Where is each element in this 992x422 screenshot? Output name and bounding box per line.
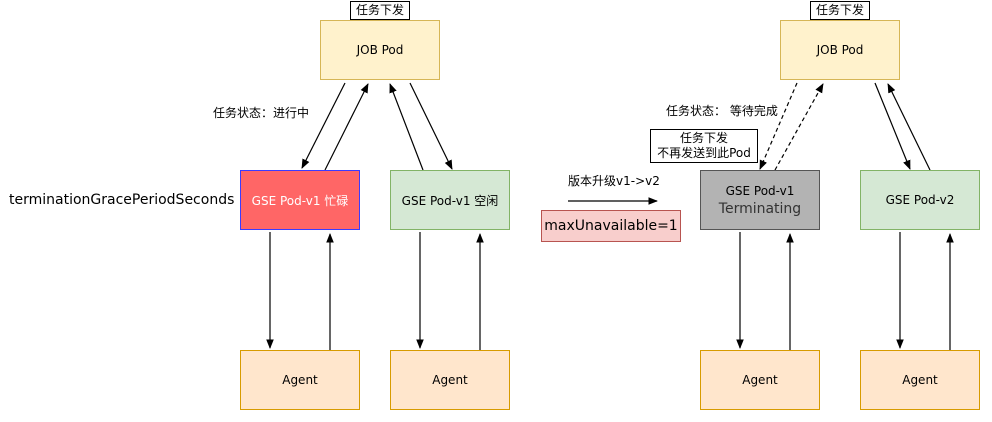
terminating-status: Terminating bbox=[718, 200, 802, 217]
gse-pod-v1-busy: GSE Pod-v1 忙碌 bbox=[240, 170, 360, 230]
agent-left-1: Agent bbox=[240, 350, 360, 410]
arrow-v2-pod-to-job bbox=[887, 83, 931, 171]
task-state-waiting-label: 任务状态： 等待完成 bbox=[666, 104, 778, 118]
arrow-job-to-v2-pod bbox=[874, 82, 911, 170]
arrow-job-to-idle-pod bbox=[409, 82, 453, 170]
arrow-job-to-busy-pod bbox=[301, 82, 346, 169]
no-dispatch-line-1: 任务下发 bbox=[679, 131, 728, 145]
gse-pod-v1-terminating: GSE Pod-v1 Terminating bbox=[700, 170, 820, 230]
agent-right-2: Agent bbox=[860, 350, 980, 410]
terminating-pod-title: GSE Pod-v1 bbox=[725, 183, 795, 198]
agent-left-2: Agent bbox=[390, 350, 510, 410]
gse-pod-v1-idle: GSE Pod-v1 空闲 bbox=[390, 170, 510, 230]
arrow-terminating-to-job-dashed bbox=[774, 83, 824, 171]
termination-grace-label: terminationGracePeriodSeconds bbox=[9, 192, 235, 208]
agent-right-1: Agent bbox=[700, 350, 820, 410]
arrow-job-to-terminating-dashed bbox=[759, 82, 798, 170]
task-state-running-label: 任务状态：进行中 bbox=[213, 106, 310, 120]
job-pod-left: JOB Pod bbox=[320, 20, 440, 80]
no-dispatch-line-2: 不再发送到此Pod bbox=[657, 146, 751, 160]
gse-pod-v2: GSE Pod-v2 bbox=[860, 170, 980, 230]
upgrade-label: 版本升级v1->v2 bbox=[568, 174, 660, 188]
task-dispatch-note-right: 任务下发 bbox=[810, 1, 870, 20]
max-unavailable-box: maxUnavailable=1 bbox=[541, 210, 681, 242]
job-pod-right: JOB Pod bbox=[780, 20, 900, 80]
arrow-busy-pod-to-job bbox=[324, 83, 369, 171]
no-dispatch-note: 任务下发 不再发送到此Pod bbox=[650, 129, 758, 163]
arrow-idle-pod-to-job bbox=[389, 83, 424, 171]
task-dispatch-note-left: 任务下发 bbox=[350, 1, 410, 20]
